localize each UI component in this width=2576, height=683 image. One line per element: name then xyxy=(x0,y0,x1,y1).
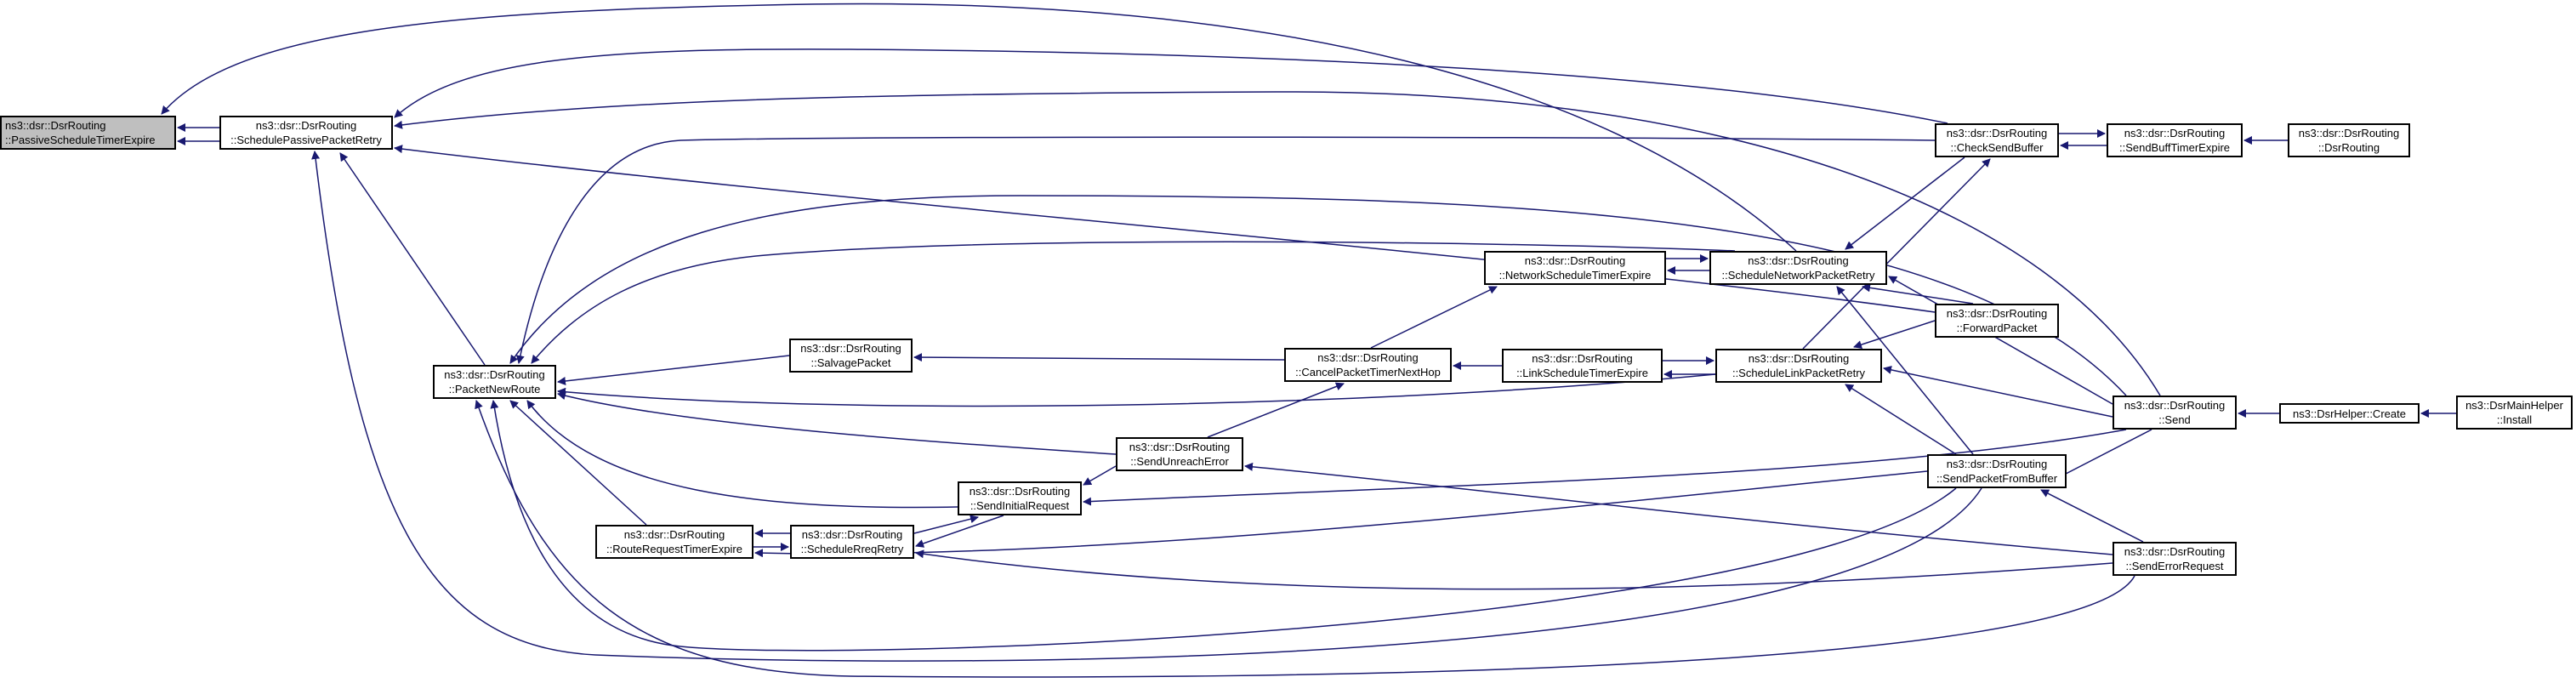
edge-schednetwork-to-passive xyxy=(161,3,1797,252)
node-line1: ns3::dsr::DsrRouting xyxy=(2124,399,2226,412)
node-line2: ::ForwardPacket xyxy=(1956,322,2038,334)
node-line1: ns3::DsrHelper::Create xyxy=(2293,407,2406,420)
node-cancel-packet-timer-next-hop[interactable]: ns3::dsr::DsrRouting ::CancelPacketTimer… xyxy=(1284,348,1452,382)
node-line1: ns3::dsr::DsrRouting xyxy=(801,528,903,541)
edge-schedlink-to-pnr xyxy=(557,373,1716,407)
node-line2: ::CancelPacketTimerNextHop xyxy=(1295,366,1441,378)
node-forward-packet[interactable]: ns3::dsr::DsrRouting ::ForwardPacket xyxy=(1935,304,2059,338)
node-dsr-helper-create[interactable]: ns3::DsrHelper::Create xyxy=(2279,403,2420,424)
node-line2: ::NetworkScheduleTimerExpire xyxy=(1498,269,1652,282)
node-line1: ns3::dsr::DsrRouting xyxy=(1524,254,1626,267)
node-link-schedule-timer-expire[interactable]: ns3::dsr::DsrRouting ::LinkScheduleTimer… xyxy=(1502,349,1663,383)
node-line1: ns3::dsr::DsrRouting xyxy=(444,368,545,381)
node-line1: ns3::dsr::DsrRouting xyxy=(2124,127,2226,139)
node-line2: ::CheckSendBuffer xyxy=(1950,141,2044,154)
node-salvage-packet[interactable]: ns3::dsr::DsrRouting ::SalvagePacket xyxy=(789,339,913,373)
edge-schedlink-to-checksend xyxy=(1802,158,1991,350)
node-schedule-link-packet-retry[interactable]: ns3::dsr::DsrRouting ::ScheduleLinkPacke… xyxy=(1715,349,1882,383)
node-check-send-buffer[interactable]: ns3::dsr::DsrRouting ::CheckSendBuffer xyxy=(1935,123,2059,157)
node-line1: ns3::dsr::DsrRouting xyxy=(5,119,106,132)
node-packet-new-route[interactable]: ns3::dsr::DsrRouting ::PacketNewRoute xyxy=(433,365,556,399)
node-route-request-timer-expire[interactable]: ns3::dsr::DsrRouting ::RouteRequestTimer… xyxy=(595,525,753,559)
node-dsr-routing-constructor[interactable]: ns3::dsr::DsrRouting ::DsrRouting xyxy=(2288,123,2410,157)
node-send[interactable]: ns3::dsr::DsrRouting ::Send xyxy=(2113,396,2237,430)
edge-sendfrombuffer-to-schednetwork xyxy=(1836,286,1974,455)
node-line2: ::SendPacketFromBuffer xyxy=(1936,472,2058,485)
edge-sendfrombuffer-to-pnr-bottom xyxy=(490,400,1957,652)
node-line2: ::PacketNewRoute xyxy=(448,383,541,396)
edge-salvage-to-pnr xyxy=(557,355,790,385)
node-send-error-request[interactable]: ns3::dsr::DsrRouting ::SendErrorRequest xyxy=(2113,542,2237,576)
edge-forward-to-schednetwork xyxy=(1862,283,1974,305)
edge-senderror-to-pnr xyxy=(475,400,2135,678)
node-schedule-rreq-retry[interactable]: ns3::dsr::DsrRouting ::ScheduleRreqRetry xyxy=(790,525,914,559)
node-send-unreach-error[interactable]: ns3::dsr::DsrRouting ::SendUnreachError xyxy=(1116,437,1243,471)
node-line1: ns3::dsr::DsrRouting xyxy=(623,528,725,541)
edge-sendfrombuffer-to-schedlink xyxy=(1845,384,1957,455)
edge-checksend-to-schedpassive-1 xyxy=(394,48,1948,124)
edge-sendinitial-to-pnr xyxy=(526,400,958,509)
edge-sendfrombuffer-to-schedpassive xyxy=(311,151,1982,662)
edge-senderror-to-sendfrombuffer xyxy=(2040,489,2144,543)
node-line2: ::Install xyxy=(2496,413,2533,426)
edge-cancel-to-salvage xyxy=(913,353,1285,362)
edge-checksend-to-pnr xyxy=(515,136,1936,364)
node-line2: ::SendInitialRequest xyxy=(970,499,1070,512)
edge-cancel-to-network xyxy=(1370,286,1498,349)
node-line2: ::SendUnreachError xyxy=(1130,455,1229,468)
edge-pnr-to-schedpassive xyxy=(339,152,486,366)
node-line1: ns3::dsr::DsrRouting xyxy=(255,119,357,132)
edge-sendunreach-to-cancel xyxy=(1207,382,1345,438)
edge-send-to-pnr xyxy=(509,195,2127,396)
node-line2: ::SchedulePassivePacketRetry xyxy=(230,134,382,146)
node-send-buff-timer-expire[interactable]: ns3::dsr::DsrRouting ::SendBuffTimerExpi… xyxy=(2107,123,2243,157)
edge-schednetwork-to-pnr xyxy=(531,241,1736,364)
node-dsr-main-helper-install[interactable]: ns3::DsrMainHelper ::Install xyxy=(2456,396,2573,430)
node-line1: ns3::dsr::DsrRouting xyxy=(2298,127,2400,139)
edge-sendinitial-to-schedreq xyxy=(915,515,1004,548)
node-passive-schedule-timer-expire[interactable]: ns3::dsr::DsrRouting ::PassiveScheduleTi… xyxy=(0,116,176,150)
node-line1: ns3::dsr::DsrRouting xyxy=(1532,352,1633,365)
edge-send-to-schedpassive xyxy=(394,91,2161,396)
node-line2: ::SendBuffTimerExpire xyxy=(2118,141,2231,154)
edge-forward-to-schedpassive xyxy=(394,145,1936,313)
node-line2: ::ScheduleLinkPacketRetry xyxy=(1732,367,1866,379)
node-line1: ns3::dsr::DsrRouting xyxy=(1748,352,1850,365)
edge-checksend-to-schednetwork xyxy=(1845,157,1965,250)
node-line2: ::ScheduleNetworkPacketRetry xyxy=(1721,269,1875,282)
node-line1: ns3::dsr::DsrRouting xyxy=(1129,441,1231,453)
node-line1: ns3::dsr::DsrRouting xyxy=(1946,127,2048,139)
node-send-initial-request[interactable]: ns3::dsr::DsrRouting ::SendInitialReques… xyxy=(958,481,1082,515)
edge-sendunreach-to-pnr xyxy=(557,391,1117,455)
node-line2: ::Send xyxy=(2158,413,2191,426)
node-line1: ns3::dsr::DsrRouting xyxy=(800,342,901,355)
edge-send-to-schednetwork xyxy=(1888,276,2113,405)
node-line1: ns3::dsr::DsrRouting xyxy=(2124,545,2226,558)
node-line2: ::LinkScheduleTimerExpire xyxy=(1516,367,1648,379)
edge-send-to-sendinitial xyxy=(1083,429,2127,506)
node-line1: ns3::dsr::DsrRouting xyxy=(1748,254,1849,267)
edge-sendunreach-to-sendinitial xyxy=(1083,465,1117,486)
edge-schedreq-to-sendinitial xyxy=(913,515,979,534)
node-send-packet-from-buffer[interactable]: ns3::dsr::DsrRouting ::SendPacketFromBuf… xyxy=(1927,454,2067,488)
node-line2: ::RouteRequestTimerExpire xyxy=(606,543,742,555)
edge-routereq-to-pnr xyxy=(509,400,647,526)
edge-send-to-schedlink xyxy=(1883,365,2113,418)
node-line1: ns3::dsr::DsrRouting xyxy=(1946,458,2048,470)
node-line1: ns3::dsr::DsrRouting xyxy=(969,485,1071,498)
node-line1: ns3::dsr::DsrRouting xyxy=(1946,307,2048,320)
node-line2: ::DsrRouting xyxy=(2317,141,2380,154)
node-line2: ::SalvagePacket xyxy=(810,356,891,369)
node-line2: ::ScheduleRreqRetry xyxy=(800,543,904,555)
edge-senderror-to-schedreq xyxy=(915,549,2113,590)
node-line2: ::SendErrorRequest xyxy=(2125,560,2224,572)
edge-forward-to-schedlink xyxy=(1853,320,1936,349)
node-line2: ::PassiveScheduleTimerExpire xyxy=(5,134,156,146)
node-line1: ns3::DsrMainHelper xyxy=(2465,399,2563,412)
node-schedule-passive-packet-retry[interactable]: ns3::dsr::DsrRouting ::SchedulePassivePa… xyxy=(219,116,393,150)
node-schedule-network-packet-retry[interactable]: ns3::dsr::DsrRouting ::ScheduleNetworkPa… xyxy=(1709,251,1887,285)
node-network-schedule-timer-expire[interactable]: ns3::dsr::DsrRouting ::NetworkScheduleTi… xyxy=(1484,251,1666,285)
node-line1: ns3::dsr::DsrRouting xyxy=(1317,351,1419,364)
